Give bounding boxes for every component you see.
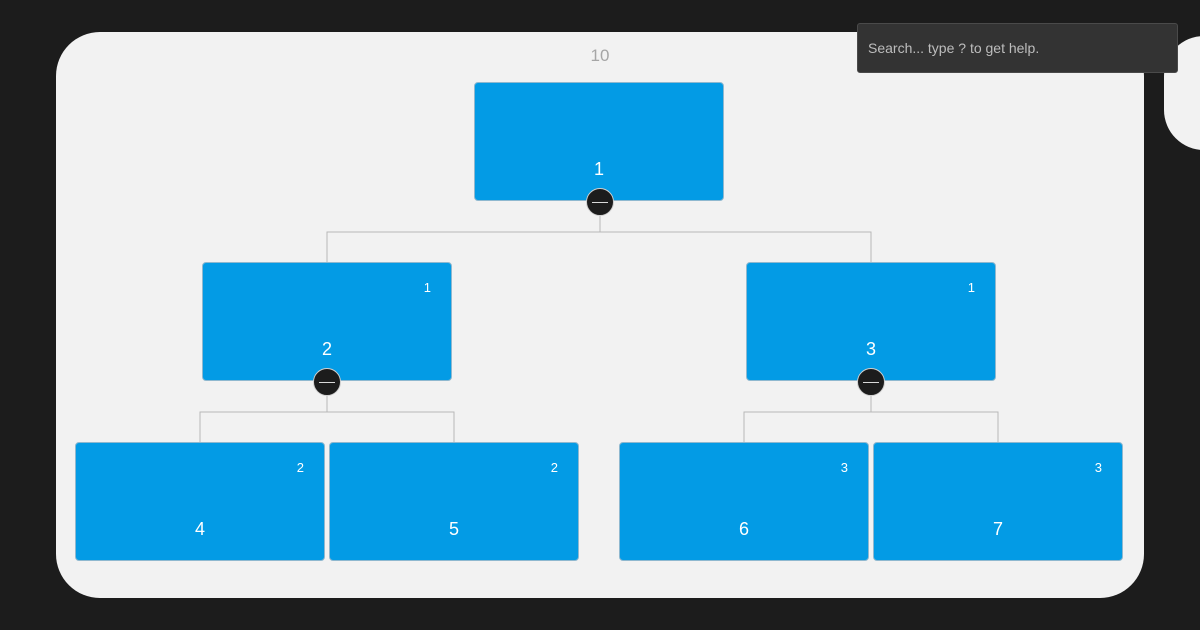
org-node-7[interactable]: 7 3	[873, 442, 1123, 561]
node-parent-id: 3	[1094, 460, 1102, 475]
node-parent-id: 1	[423, 280, 431, 295]
collapse-toggle-icon[interactable]	[857, 368, 885, 396]
link-2-5	[326, 396, 455, 442]
org-node-3[interactable]: 3 1	[746, 262, 996, 381]
link-2-4	[199, 396, 328, 442]
org-node-6[interactable]: 6 3	[619, 442, 869, 561]
root-parent-label: 10	[590, 46, 610, 65]
link-1-3	[599, 216, 872, 262]
collapse-toggle-icon[interactable]	[586, 188, 614, 216]
org-node-1[interactable]: 1	[474, 82, 724, 201]
node-id: 5	[448, 519, 459, 539]
collapse-toggle-icon[interactable]	[313, 368, 341, 396]
org-node-4[interactable]: 4 2	[75, 442, 325, 561]
node-parent-id: 3	[840, 460, 848, 475]
node-id: 7	[992, 519, 1003, 539]
search-input[interactable]	[858, 24, 1177, 72]
node-id: 4	[194, 519, 205, 539]
org-node-5[interactable]: 5 2	[329, 442, 579, 561]
link-3-6	[743, 396, 872, 442]
search-box	[857, 23, 1178, 73]
org-node-2[interactable]: 2 1	[202, 262, 452, 381]
node-parent-id: 2	[296, 460, 304, 475]
node-id: 6	[738, 519, 749, 539]
node-id: 2	[321, 339, 332, 359]
link-3-7	[870, 396, 999, 442]
node-parent-id: 1	[967, 280, 975, 295]
node-id: 1	[593, 159, 604, 179]
link-1-2	[326, 216, 601, 262]
node-id: 3	[865, 339, 876, 359]
node-parent-id: 2	[550, 460, 558, 475]
